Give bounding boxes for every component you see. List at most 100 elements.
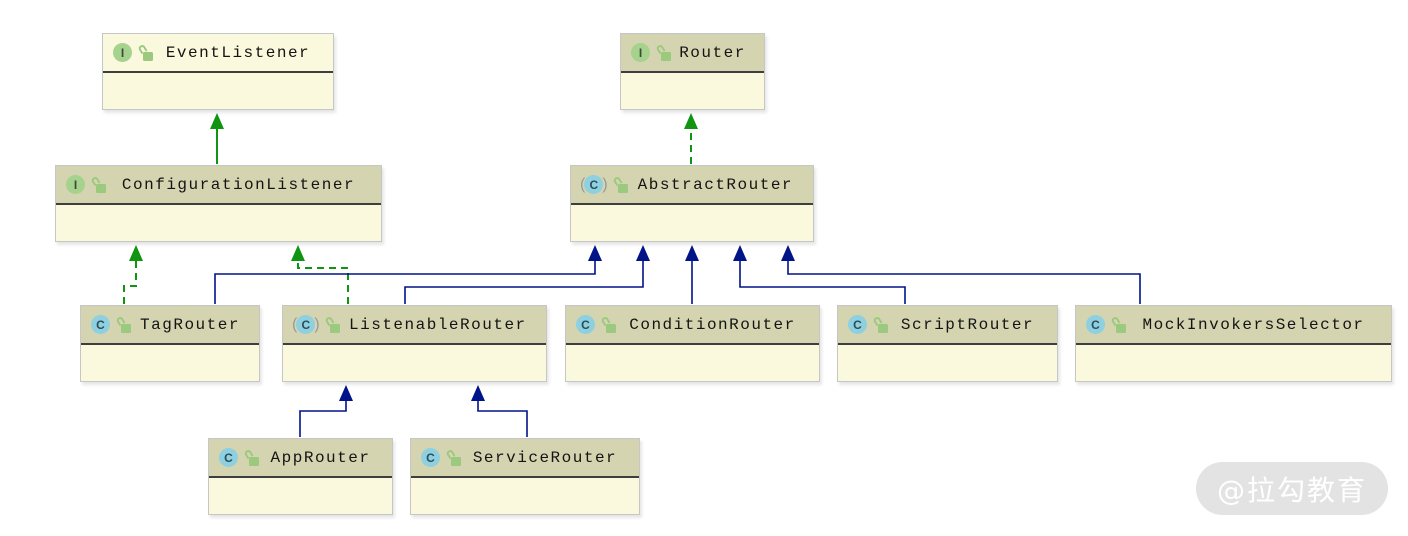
conditionrouter-extends-abstractrouter-arrowhead-icon <box>685 245 699 261</box>
class-name: MockInvokersSelector <box>1142 315 1365 334</box>
class-node-condition-router: C ConditionRouter <box>565 305 820 382</box>
node-body <box>283 345 546 381</box>
node-header: ( C ) AbstractRouter <box>571 166 813 205</box>
icon-group: C <box>91 315 131 334</box>
listenablerouter-extends-abstractrouter <box>404 260 644 304</box>
class-node-service-router: C ServiceRouter <box>410 438 640 515</box>
icon-group: I <box>631 43 671 62</box>
class-icon: C <box>848 315 867 334</box>
class-node-router: I Router <box>620 33 765 110</box>
node-header: I Router <box>621 34 764 73</box>
class-node-mock-invokers-selector: C MockInvokersSelector <box>1075 305 1392 382</box>
node-header: C ServiceRouter <box>411 439 639 478</box>
node-header: I EventListener <box>103 34 333 73</box>
node-body <box>571 205 813 241</box>
interface-icon: I <box>66 175 85 194</box>
class-name: ScriptRouter <box>900 315 1035 334</box>
listenablerouter-implements-configurationlistener <box>297 260 349 304</box>
class-icon: C <box>576 315 595 334</box>
open-lock-icon <box>655 43 671 61</box>
watermark-badge: @拉勾教育 <box>1196 462 1388 515</box>
open-lock-icon <box>612 175 628 193</box>
open-lock-icon <box>872 315 888 333</box>
tagrouter-extends-abstractrouter <box>214 260 596 304</box>
class-node-script-router: C ScriptRouter <box>837 305 1058 382</box>
open-lock-icon <box>600 315 616 333</box>
icon-group: I <box>66 175 106 194</box>
class-name: ConfigurationListener <box>121 175 356 194</box>
node-header: ( C ) ListenableRouter <box>283 306 546 345</box>
icon-group: ( C ) <box>580 175 628 194</box>
tagrouter-extends-abstractrouter-arrowhead-icon <box>588 245 602 261</box>
node-header: C TagRouter <box>81 306 259 345</box>
approuter-extends-listenablerouter-arrowhead-icon <box>339 385 353 401</box>
abstract-paren-icon: ( <box>580 176 586 193</box>
abstract-paren-icon: ) <box>314 316 320 333</box>
mockinvokersselector-extends-abstractrouter-arrowhead-icon <box>781 245 795 261</box>
node-body <box>411 478 639 514</box>
class-name: AbstractRouter <box>637 175 794 194</box>
class-icon: C <box>1086 315 1105 334</box>
node-body <box>209 478 392 514</box>
class-node-listenable-router: ( C ) ListenableRouter <box>282 305 547 382</box>
node-body <box>103 73 333 109</box>
servicerouter-extends-listenablerouter-arrowhead-icon <box>471 385 485 401</box>
approuter-extends-listenablerouter <box>299 400 347 437</box>
node-header: I ConfigurationListener <box>56 166 381 205</box>
interface-icon: I <box>113 43 132 62</box>
open-lock-icon <box>445 448 461 466</box>
node-header: C MockInvokersSelector <box>1076 306 1391 345</box>
open-lock-icon <box>324 315 340 333</box>
class-name: Router <box>679 43 746 62</box>
tagrouter-implements-configurationlistener <box>123 260 137 304</box>
icon-group: C <box>421 448 461 467</box>
abstract-paren-icon: ( <box>292 316 298 333</box>
class-name: AppRouter <box>270 448 371 467</box>
class-node-event-listener: I EventListener <box>102 33 334 110</box>
class-name: TagRouter <box>140 315 240 334</box>
class-icon: C <box>91 315 110 334</box>
listenablerouter-implements-configurationlistener-arrowhead-icon <box>291 245 305 261</box>
icon-group: ( C ) <box>292 315 340 334</box>
icon-group: I <box>113 43 153 62</box>
node-body <box>838 345 1057 381</box>
open-lock-icon <box>243 448 259 466</box>
node-body <box>566 345 819 381</box>
abstract-class-icon: C <box>296 315 316 334</box>
node-body <box>621 73 764 109</box>
class-name: ServiceRouter <box>472 448 618 467</box>
abstract-class-icon: C <box>584 175 604 194</box>
class-name: ConditionRouter <box>629 315 796 334</box>
icon-group: C <box>219 448 259 467</box>
tagrouter-implements-configurationlistener-arrowhead-icon <box>129 245 143 261</box>
node-header: C AppRouter <box>209 439 392 478</box>
node-body <box>81 345 259 381</box>
class-node-app-router: C AppRouter <box>208 438 393 515</box>
listenablerouter-extends-abstractrouter-arrowhead-icon <box>636 245 650 261</box>
abstract-paren-icon: ) <box>602 176 608 193</box>
icon-group: C <box>1086 315 1126 334</box>
open-lock-icon <box>115 315 131 333</box>
open-lock-icon <box>90 175 106 193</box>
open-lock-icon <box>137 43 153 61</box>
class-node-configuration-listener: I ConfigurationListener <box>55 165 382 242</box>
class-icon: C <box>219 448 238 467</box>
open-lock-icon <box>1110 315 1126 333</box>
watermark-text: @拉勾教育 <box>1216 473 1367 507</box>
class-name: ListenableRouter <box>349 315 527 334</box>
interface-icon: I <box>631 43 650 62</box>
node-header: C ConditionRouter <box>566 306 819 345</box>
node-header: C ScriptRouter <box>838 306 1057 345</box>
abstractrouter-implements-router-arrowhead-icon <box>684 113 698 129</box>
class-node-abstract-router: ( C ) AbstractRouter <box>570 165 814 242</box>
icon-group: C <box>576 315 616 334</box>
scriptrouter-extends-abstractrouter-arrowhead-icon <box>733 245 747 261</box>
class-icon: C <box>421 448 440 467</box>
class-name: EventListener <box>165 43 311 62</box>
icon-group: C <box>848 315 888 334</box>
mockinvokersselector-extends-abstractrouter <box>787 260 1141 304</box>
servicerouter-extends-listenablerouter <box>477 400 528 437</box>
scriptrouter-extends-abstractrouter <box>739 260 906 304</box>
node-body <box>56 205 381 241</box>
